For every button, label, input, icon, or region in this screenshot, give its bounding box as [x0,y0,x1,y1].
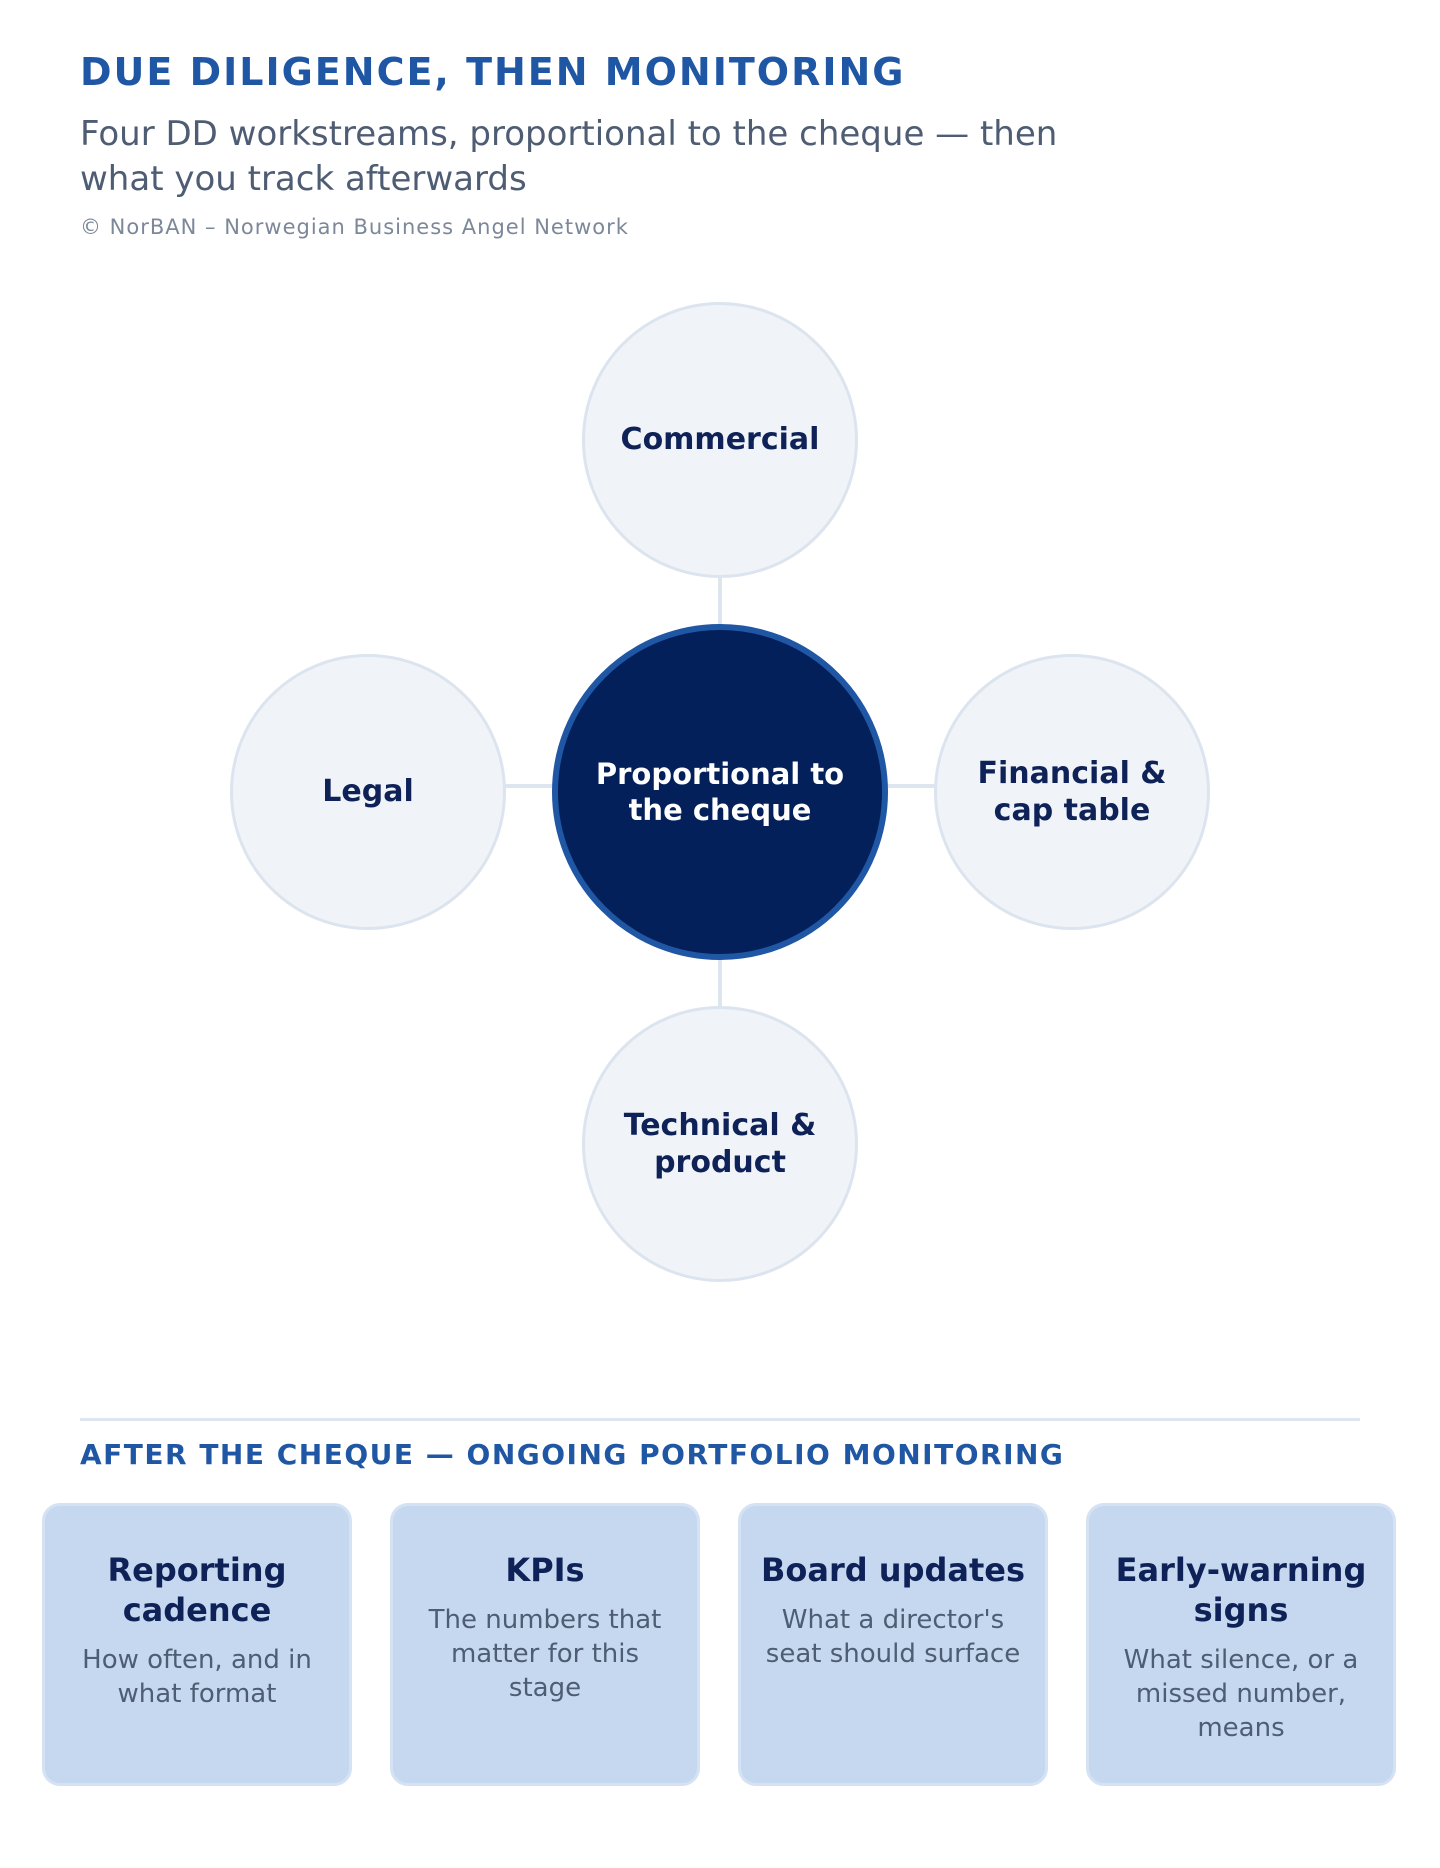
node-label: Financial & cap table [977,755,1167,829]
connector-bottom [718,950,722,1012]
card-early-warning: Early-warning signs What silence, or a m… [1086,1503,1396,1786]
connector-top [718,575,722,640]
copyright-notice: © NorBAN – Norwegian Business Angel Netw… [80,215,629,240]
node-legal: Legal [230,654,506,930]
node-commercial: Commercial [582,302,858,578]
node-label: Technical & product [623,1107,817,1181]
node-label: Legal [322,774,414,810]
card-reporting-cadence: Reporting cadence How often, and in what… [42,1503,352,1786]
node-center-proportional: Proportional to the cheque [552,624,888,960]
card-description: What a director's seat should surface [765,1605,1021,1669]
dd-workstreams-diagram: Commercial Legal Financial & cap table T… [230,302,1210,1282]
card-description: What silence, or a missed number, means [1123,1645,1359,1743]
node-technical: Technical & product [582,1006,858,1282]
node-label: Commercial [620,422,820,458]
connector-left [500,784,560,788]
section-divider [80,1418,1360,1421]
node-financial: Financial & cap table [934,654,1210,930]
page-header: DUE DILIGENCE, THEN MONITORING Four DD w… [80,50,1320,239]
card-title: Reporting cadence [107,1551,287,1629]
page-title: DUE DILIGENCE, THEN MONITORING [80,50,906,94]
card-board-updates: Board updates What a director's seat sho… [738,1503,1048,1786]
card-title: Early-warning signs [1115,1551,1367,1629]
card-title: Board updates [760,1551,1026,1589]
monitoring-cards: Reporting cadence How often, and in what… [42,1503,1398,1786]
connector-right [880,784,936,788]
card-title: KPIs [505,1551,585,1589]
node-label: Proportional to the cheque [595,756,845,827]
card-description: The numbers that matter for this stage [428,1605,662,1703]
monitoring-section-title: AFTER THE CHEQUE — ONGOING PORTFOLIO MON… [80,1438,1065,1471]
card-kpis: KPIs The numbers that matter for this st… [390,1503,700,1786]
card-description: How often, and in what format [82,1645,312,1709]
page-subtitle: Four DD workstreams, proportional to the… [80,113,1058,200]
